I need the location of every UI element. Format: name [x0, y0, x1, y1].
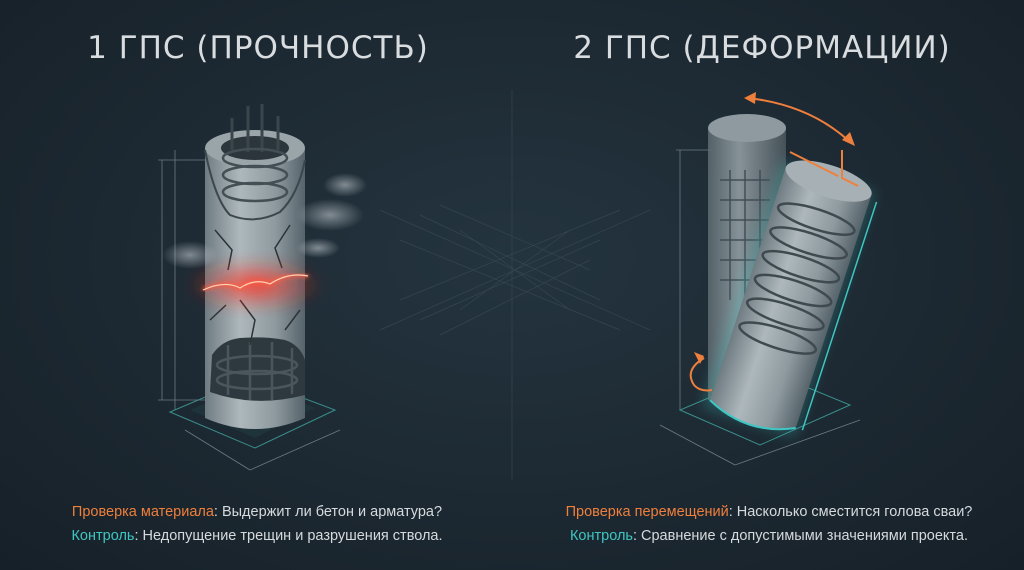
check-text: : Выдержит ли бетон и арматура? [213, 504, 443, 520]
tilted-pile-icon [659, 114, 878, 466]
control-label: Контроль [569, 528, 633, 544]
caption-deformation: Проверка перемещений: Насколько сместитс… [534, 500, 1004, 548]
caption-line-control: Контроль: Недопущение трещин и разрушени… [22, 524, 492, 548]
panel-title-strength: 1 ГПС (ПРОЧНОСТЬ) [87, 30, 429, 66]
control-text: : Недопущение трещин и разрушения ствола… [134, 528, 443, 544]
panel-title-deformation: 2 ГПС (ДЕФОРМАЦИИ) [573, 30, 951, 66]
check-label: Проверка материала [71, 504, 214, 520]
caption-line-check: Проверка материала: Выдержит ли бетон и … [22, 500, 492, 524]
caption-strength: Проверка материала: Выдержит ли бетон и … [22, 500, 492, 548]
control-label: Контроль [71, 528, 135, 544]
caption-line-check: Проверка перемещений: Насколько сместитс… [534, 500, 1004, 524]
cracked-pile-icon [158, 104, 367, 471]
rotation-arrow-icon [689, 92, 855, 392]
control-text: : Сравнение с допустимыми значениями про… [632, 528, 969, 544]
displacement-arrow-icon [789, 150, 859, 187]
caption-line-control: Контроль: Сравнение с допустимыми значен… [534, 524, 1004, 548]
check-text: : Насколько сместится голова сваи? [728, 504, 973, 520]
check-label: Проверка перемещений [565, 504, 729, 520]
background-grid [379, 90, 651, 480]
